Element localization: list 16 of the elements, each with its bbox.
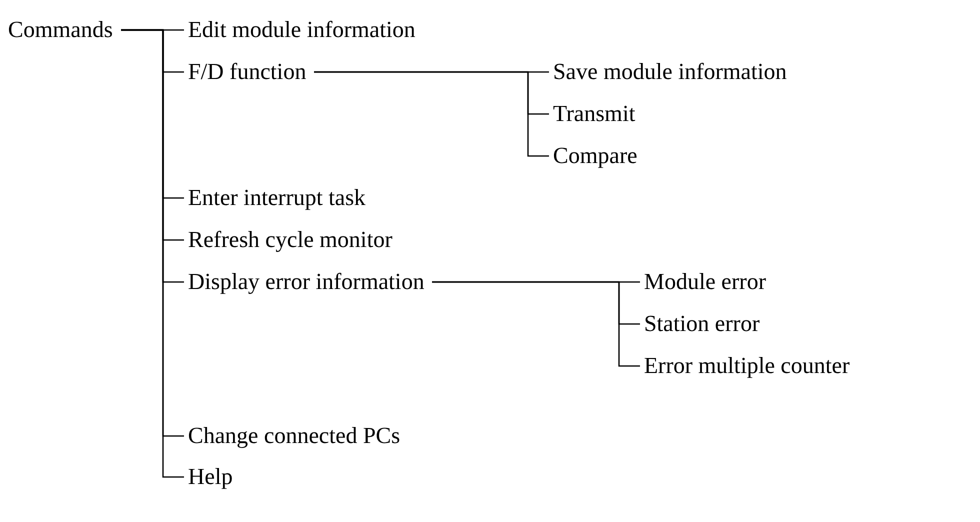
menu-item: Edit module information bbox=[188, 16, 416, 44]
menu-item: Change connected PCs bbox=[188, 422, 400, 450]
menu-item: Display error information bbox=[188, 268, 424, 296]
menu-item: Station error bbox=[644, 310, 760, 338]
menu-item: Help bbox=[188, 463, 233, 491]
tree-connector bbox=[314, 71, 549, 157]
menu-item: Error multiple counter bbox=[644, 352, 850, 380]
menu-item: Module error bbox=[644, 268, 766, 296]
menu-item: Save module information bbox=[553, 58, 787, 86]
menu-item: Commands bbox=[8, 16, 113, 44]
tree-connector bbox=[432, 281, 640, 367]
menu-item: F/D function bbox=[188, 58, 306, 86]
menu-item: Enter interrupt task bbox=[188, 184, 366, 212]
menu-item: Compare bbox=[553, 142, 638, 170]
menu-item: Refresh cycle monitor bbox=[188, 226, 392, 254]
menu-item: Transmit bbox=[553, 100, 636, 128]
